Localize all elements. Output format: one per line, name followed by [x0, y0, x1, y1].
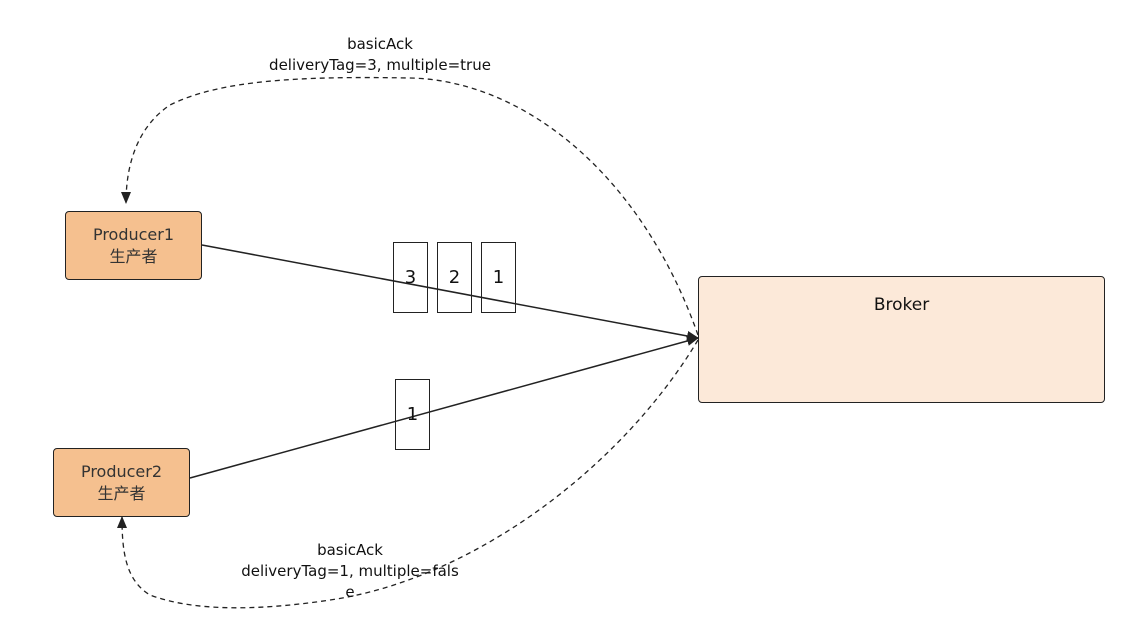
- message-box-p2-1: 1: [395, 379, 430, 450]
- ack-curve-p1: [121, 76, 699, 336]
- message-tag: 1: [406, 404, 419, 425]
- ack-label-p2: basicAck deliveryTag=1, multiple=fals e: [215, 540, 485, 603]
- ack-label-p1-title: basicAck: [347, 35, 413, 53]
- producer2-label: Producer2: [80, 461, 163, 481]
- ack-label-p1-detail: deliveryTag=3, multiple=true: [269, 56, 491, 74]
- producer1-node: Producer1 生产者: [65, 211, 202, 280]
- producer1-label: Producer1: [92, 224, 175, 244]
- ack-label-p2-title: basicAck: [317, 541, 383, 559]
- message-tag: 3: [404, 267, 417, 288]
- message-box-p1-3: 1: [481, 242, 516, 313]
- message-tag: 1: [492, 267, 505, 288]
- ack-label-p2-detail-wrap: e: [345, 583, 355, 601]
- broker-label: Broker: [873, 295, 930, 315]
- p2-to-broker-line: [189, 336, 699, 479]
- broker-node: Broker: [698, 276, 1105, 403]
- ack-curve-p2: [117, 339, 699, 609]
- ack-label-p1: basicAck deliveryTag=3, multiple=true: [250, 34, 510, 76]
- producer2-node: Producer2 生产者: [53, 448, 190, 517]
- message-tag: 2: [448, 267, 461, 288]
- message-box-p1-2: 2: [437, 242, 472, 313]
- producer2-subtitle: 生产者: [97, 483, 146, 503]
- ack-label-p2-detail: deliveryTag=1, multiple=fals: [241, 562, 459, 580]
- message-box-p1-1: 3: [393, 242, 428, 313]
- p1-to-broker-line: [201, 244, 699, 341]
- producer1-subtitle: 生产者: [109, 246, 158, 266]
